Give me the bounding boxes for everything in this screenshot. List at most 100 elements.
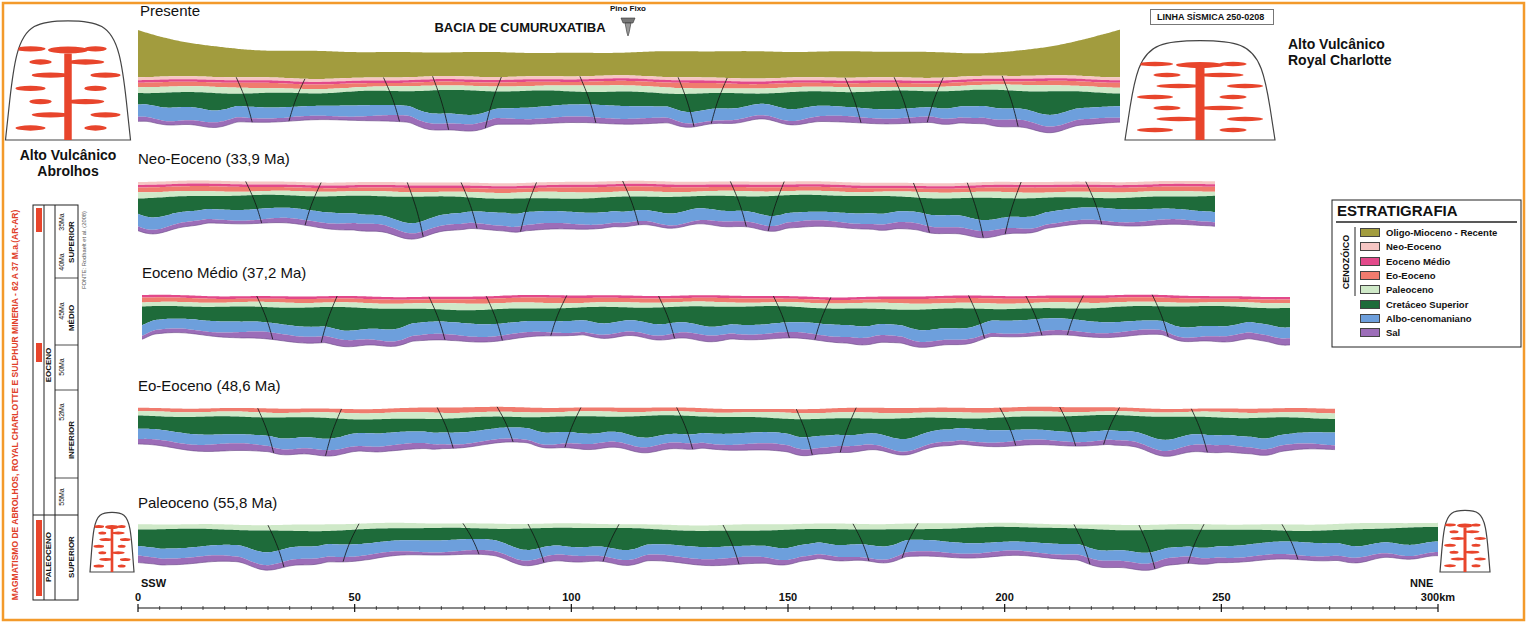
fault-line — [1188, 524, 1204, 563]
cross-section — [142, 295, 1290, 348]
legend-swatch — [1360, 271, 1380, 280]
fault-line — [520, 182, 536, 231]
scale-number: 300km — [1421, 591, 1455, 604]
fault-line — [969, 295, 985, 338]
legend-swatch — [1360, 242, 1380, 251]
fault-line — [1074, 524, 1090, 564]
scale-number: 250 — [1212, 591, 1230, 604]
fault-line — [913, 183, 929, 233]
legend-row: Cretáceo Superior — [1360, 299, 1468, 310]
fault-line — [1104, 407, 1120, 444]
scale-bar — [138, 604, 1438, 612]
legend-row: Neo-Eoceno — [1360, 241, 1441, 252]
source-note: FONTE: Rodhaelt et al. (2008) — [81, 211, 88, 289]
volcanic-high — [6, 21, 131, 140]
direction-label: SSW — [141, 577, 166, 590]
fault-line — [528, 524, 544, 563]
section-title: Presente — [140, 2, 200, 19]
series-label: SUPERIOR — [67, 536, 76, 578]
fault-line — [463, 523, 479, 554]
fault-line — [853, 524, 869, 561]
scale-number: 100 — [562, 591, 580, 604]
stratum — [138, 439, 1335, 457]
series-label: MÉDIO — [67, 305, 76, 331]
time-scale — [33, 205, 78, 600]
fault-line — [246, 181, 262, 223]
fault-line — [268, 525, 284, 567]
legend-row: Sal — [1360, 327, 1400, 338]
fault-line — [1086, 182, 1102, 225]
fault-line — [768, 182, 784, 231]
cross-section — [138, 181, 1215, 240]
fault-line — [967, 183, 983, 238]
age-mark: 52Ma — [58, 403, 66, 421]
scale-number: 150 — [779, 591, 797, 604]
legend-row: Eo-Eoceno — [1360, 270, 1436, 281]
fault-line — [384, 78, 400, 122]
fault-line — [845, 78, 861, 123]
volcanic-high — [90, 512, 134, 572]
fault-line — [723, 525, 739, 564]
legend-swatch — [1360, 314, 1380, 323]
fault-line — [927, 78, 943, 123]
fault-line — [1282, 524, 1298, 559]
fault-line — [677, 407, 693, 449]
seismic-line-label: LINHA SÍSMICA 250-0208 — [1157, 12, 1264, 22]
legend-swatch — [1360, 328, 1380, 337]
legend-row: Oligo-Mioceno - Recente — [1360, 227, 1497, 238]
section-base — [138, 442, 1335, 456]
fault-line — [815, 297, 831, 339]
fault-line — [551, 295, 567, 335]
legend-text: Eo-Eoceno — [1386, 270, 1436, 281]
fault-line — [1191, 409, 1207, 453]
section-title: Eo-Eoceno (48,6 Ma) — [138, 377, 281, 394]
magmatism-note: MAGMATISMO DE ABROLHOS, ROYAL CHARLOTTE … — [11, 210, 21, 601]
fault-line — [1060, 407, 1076, 446]
cross-section — [138, 30, 1120, 133]
fault-line — [730, 181, 746, 226]
fault-line — [258, 408, 274, 453]
volcanic-high-label: Alto Vulcânico Abrolhos — [8, 147, 128, 179]
legend-row: Albo-cenomaniano — [1360, 313, 1472, 324]
legend-text: Albo-cenomaniano — [1386, 313, 1472, 324]
fault-line — [1002, 76, 1018, 127]
legend-swatch — [1360, 228, 1380, 237]
section-base — [138, 223, 1215, 240]
fault-line — [773, 296, 789, 338]
fault-line — [1139, 525, 1155, 569]
volcanic-high — [1440, 510, 1490, 572]
legend-row: Eoceno Médio — [1360, 256, 1450, 267]
pin-label: Pino Fixo — [610, 4, 646, 13]
fault-line — [603, 524, 619, 561]
basin-title: BACIA DE CUMURUXATIBA — [434, 21, 605, 36]
volcanic-high-label: Alto Vulcânico Royal Charlotte — [1288, 36, 1423, 68]
fault-line — [433, 76, 449, 130]
fault-line — [840, 408, 856, 453]
series-label: INFERIOR — [67, 421, 76, 459]
fault-line — [305, 183, 321, 226]
scale-number: 0 — [135, 591, 141, 604]
legend-swatch — [1360, 285, 1380, 294]
fault-line — [565, 408, 581, 448]
fault-line — [437, 408, 453, 449]
fault-line — [796, 409, 812, 455]
cross-section — [138, 407, 1335, 457]
section-base — [138, 554, 1438, 570]
section-title: Paleoceno (55,8 Ma) — [138, 494, 277, 511]
fault-line — [325, 409, 341, 456]
legend-frame — [1332, 200, 1521, 347]
fault-line — [902, 523, 918, 558]
stratum — [138, 115, 1120, 133]
fault-line — [1067, 296, 1083, 336]
fault-line — [236, 77, 252, 122]
age-mark: 35Ma — [58, 213, 66, 231]
legend-text: Oligo-Mioceno - Recente — [1386, 227, 1497, 238]
stratum — [138, 30, 1120, 79]
age-mark: 40Ma — [58, 253, 66, 271]
age-mark: 50Ma — [58, 358, 66, 376]
section-base — [138, 119, 1120, 133]
fault-line — [623, 181, 639, 225]
fault-line — [659, 296, 675, 338]
epoch-label: PALEOCENO — [44, 532, 53, 582]
volcanic-high — [1125, 41, 1275, 140]
